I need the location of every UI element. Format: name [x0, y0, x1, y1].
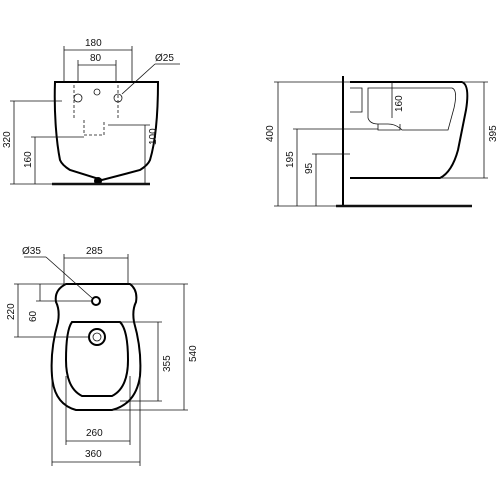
dim-label-195: 195 [285, 151, 296, 168]
dim-label-160-front: 160 [23, 151, 34, 168]
front-hole-left [73, 93, 83, 103]
side-inlet-block [350, 87, 363, 113]
front-hidden-trap [83, 120, 105, 136]
dim-label-95: 95 [304, 162, 315, 174]
dim-label-dia35: Ø35 [22, 246, 41, 257]
dim-label-400: 400 [265, 125, 276, 142]
dim-label-285: 285 [86, 246, 103, 257]
dim-label-360: 360 [85, 449, 102, 460]
side-body-outline [350, 81, 469, 179]
dim-label-320: 320 [2, 131, 13, 148]
top-tap-hole [91, 296, 101, 306]
front-body-outline [53, 81, 160, 182]
dim-label-220: 220 [6, 303, 17, 320]
top-view: Ø35 285 220 60 355 540 260 360 [6, 246, 199, 466]
side-view: 400 195 95 160 395 [265, 76, 499, 208]
dim-label-355: 355 [162, 355, 173, 372]
dim-label-dia25: Ø25 [155, 53, 174, 64]
dim-label-160-side: 160 [394, 95, 405, 112]
front-hole-right [113, 93, 123, 103]
dim-label-100: 100 [148, 128, 159, 145]
dim-label-395: 395 [488, 125, 499, 142]
top-drain-inner [92, 332, 102, 342]
dim-label-540: 540 [188, 345, 199, 362]
leader-35-diag [45, 256, 93, 299]
top-drain-hole [88, 328, 106, 346]
front-view: 180 80 Ø25 320 160 100 [2, 38, 180, 186]
leader-25 [121, 63, 156, 95]
front-hole-center [93, 88, 101, 96]
top-bowl-inner [64, 321, 130, 397]
dim-label-260: 260 [86, 428, 103, 439]
side-waste-pipe [377, 124, 401, 131]
dim-label-80: 80 [90, 53, 102, 64]
side-bowl-inner [367, 87, 456, 131]
dim-label-60: 60 [28, 310, 39, 322]
dim-label-180: 180 [85, 38, 102, 49]
